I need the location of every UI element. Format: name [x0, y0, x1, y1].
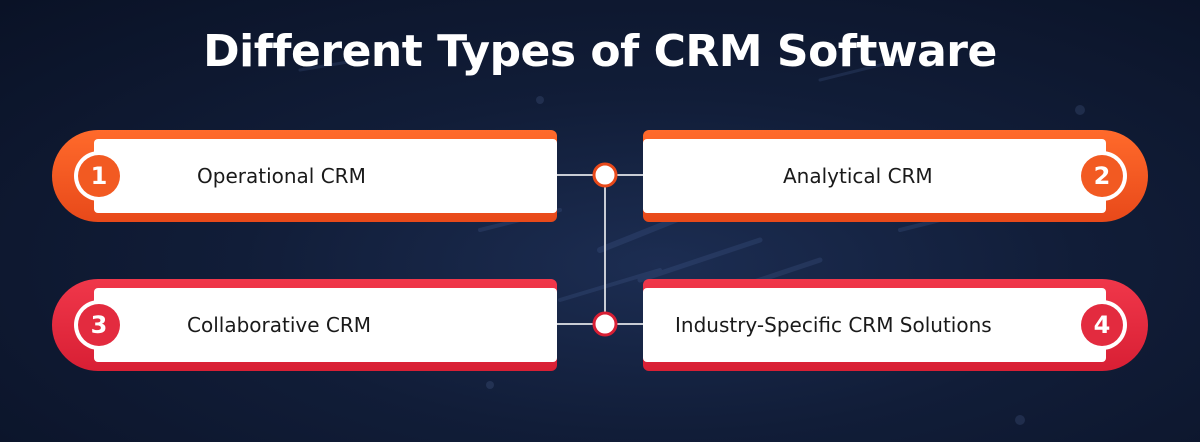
card-body: Industry-Specific CRM Solutions	[643, 288, 1106, 362]
card-label: Collaborative CRM	[187, 313, 371, 337]
crm-type-card-3: Collaborative CRM 3	[52, 279, 557, 371]
card-label: Industry-Specific CRM Solutions	[675, 313, 992, 337]
card-body: Collaborative CRM	[94, 288, 557, 362]
crm-type-card-2: Analytical CRM 2	[643, 130, 1148, 222]
card-label: Operational CRM	[197, 164, 366, 188]
number-badge: 4	[1077, 300, 1127, 350]
card-body: Analytical CRM	[643, 139, 1106, 213]
card-body: Operational CRM	[94, 139, 557, 213]
crm-type-card-1: Operational CRM 1	[52, 130, 557, 222]
number-badge: 3	[74, 300, 124, 350]
card-label: Analytical CRM	[783, 164, 933, 188]
number-badge: 2	[1077, 151, 1127, 201]
page-title: Different Types of CRM Software	[203, 26, 997, 77]
crm-type-card-4: Industry-Specific CRM Solutions 4	[643, 279, 1148, 371]
number-badge: 1	[74, 151, 124, 201]
